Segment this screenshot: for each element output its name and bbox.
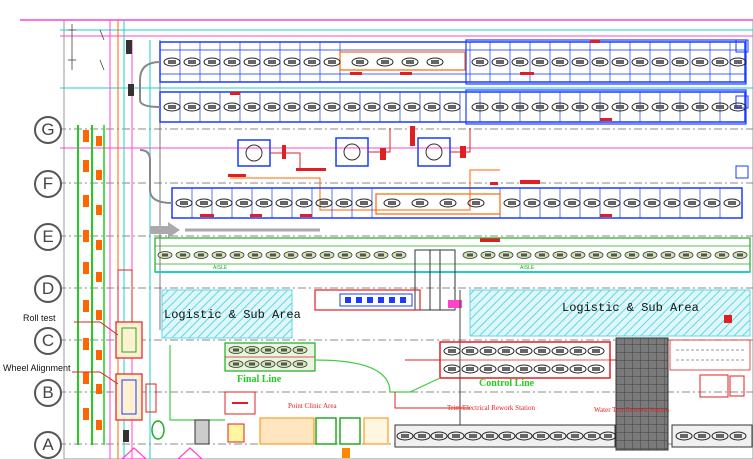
green-conveyor-row	[154, 237, 751, 273]
grid-bubble-c: C	[34, 327, 62, 355]
grid-bubble-b: B	[34, 379, 62, 407]
logistic-area-right-label: Logistic & Sub Area	[562, 301, 699, 315]
control-line-label: Control Line	[479, 378, 535, 389]
water-rework-label: Water Test Rework Station	[594, 406, 670, 414]
aisle-label-left: AISLE	[213, 265, 228, 271]
logistic-area-right-zone	[469, 289, 751, 337]
final-line-label: Final Line	[237, 374, 282, 385]
aisle-label-right: AISLE	[520, 265, 535, 271]
grid-bubble-e: E	[34, 223, 62, 251]
entry-markers	[121, 447, 203, 459]
cars-row-3	[175, 198, 741, 208]
return-loop-2	[139, 149, 173, 204]
trim-rework-label: Trim/Electrical Rework Station	[447, 404, 536, 412]
wheel-alignment-callout: Wheel Alignment	[3, 363, 71, 373]
point-clinic-label: Point Clinic Area	[288, 402, 337, 410]
right-utility-detail	[669, 39, 751, 398]
cars-row-2	[163, 102, 747, 112]
water-test-booth	[615, 337, 669, 451]
grid-bubble-a: A	[34, 431, 62, 459]
building-frame	[20, 19, 753, 459]
cars-row-1	[163, 57, 747, 67]
grid-bubble-d: D	[34, 275, 62, 303]
point-clinic-booths	[151, 391, 389, 458]
conveyor-row-3	[150, 180, 743, 242]
final-line-conveyor	[224, 342, 316, 372]
cars-green-row	[157, 251, 748, 259]
transfer-shaft	[414, 249, 456, 311]
grid-bubble-g: G	[34, 116, 62, 144]
sub-assembly-cells	[228, 126, 500, 211]
grid-bubble-f: F	[34, 170, 62, 198]
bottom-conveyor-row	[394, 424, 753, 448]
control-line-conveyor	[439, 341, 611, 379]
logistic-area-left-zone	[161, 289, 293, 339]
roll-test-leader	[74, 321, 119, 336]
return-loop-1	[139, 61, 161, 108]
test-equipment-column	[115, 40, 157, 442]
wheel-alignment-leader	[72, 371, 119, 385]
column-markers	[83, 130, 102, 430]
axis-ticks-left	[68, 24, 105, 71]
roll-test-callout: Roll test	[23, 313, 56, 323]
logistic-area-left-label: Logistic & Sub Area	[164, 308, 301, 322]
